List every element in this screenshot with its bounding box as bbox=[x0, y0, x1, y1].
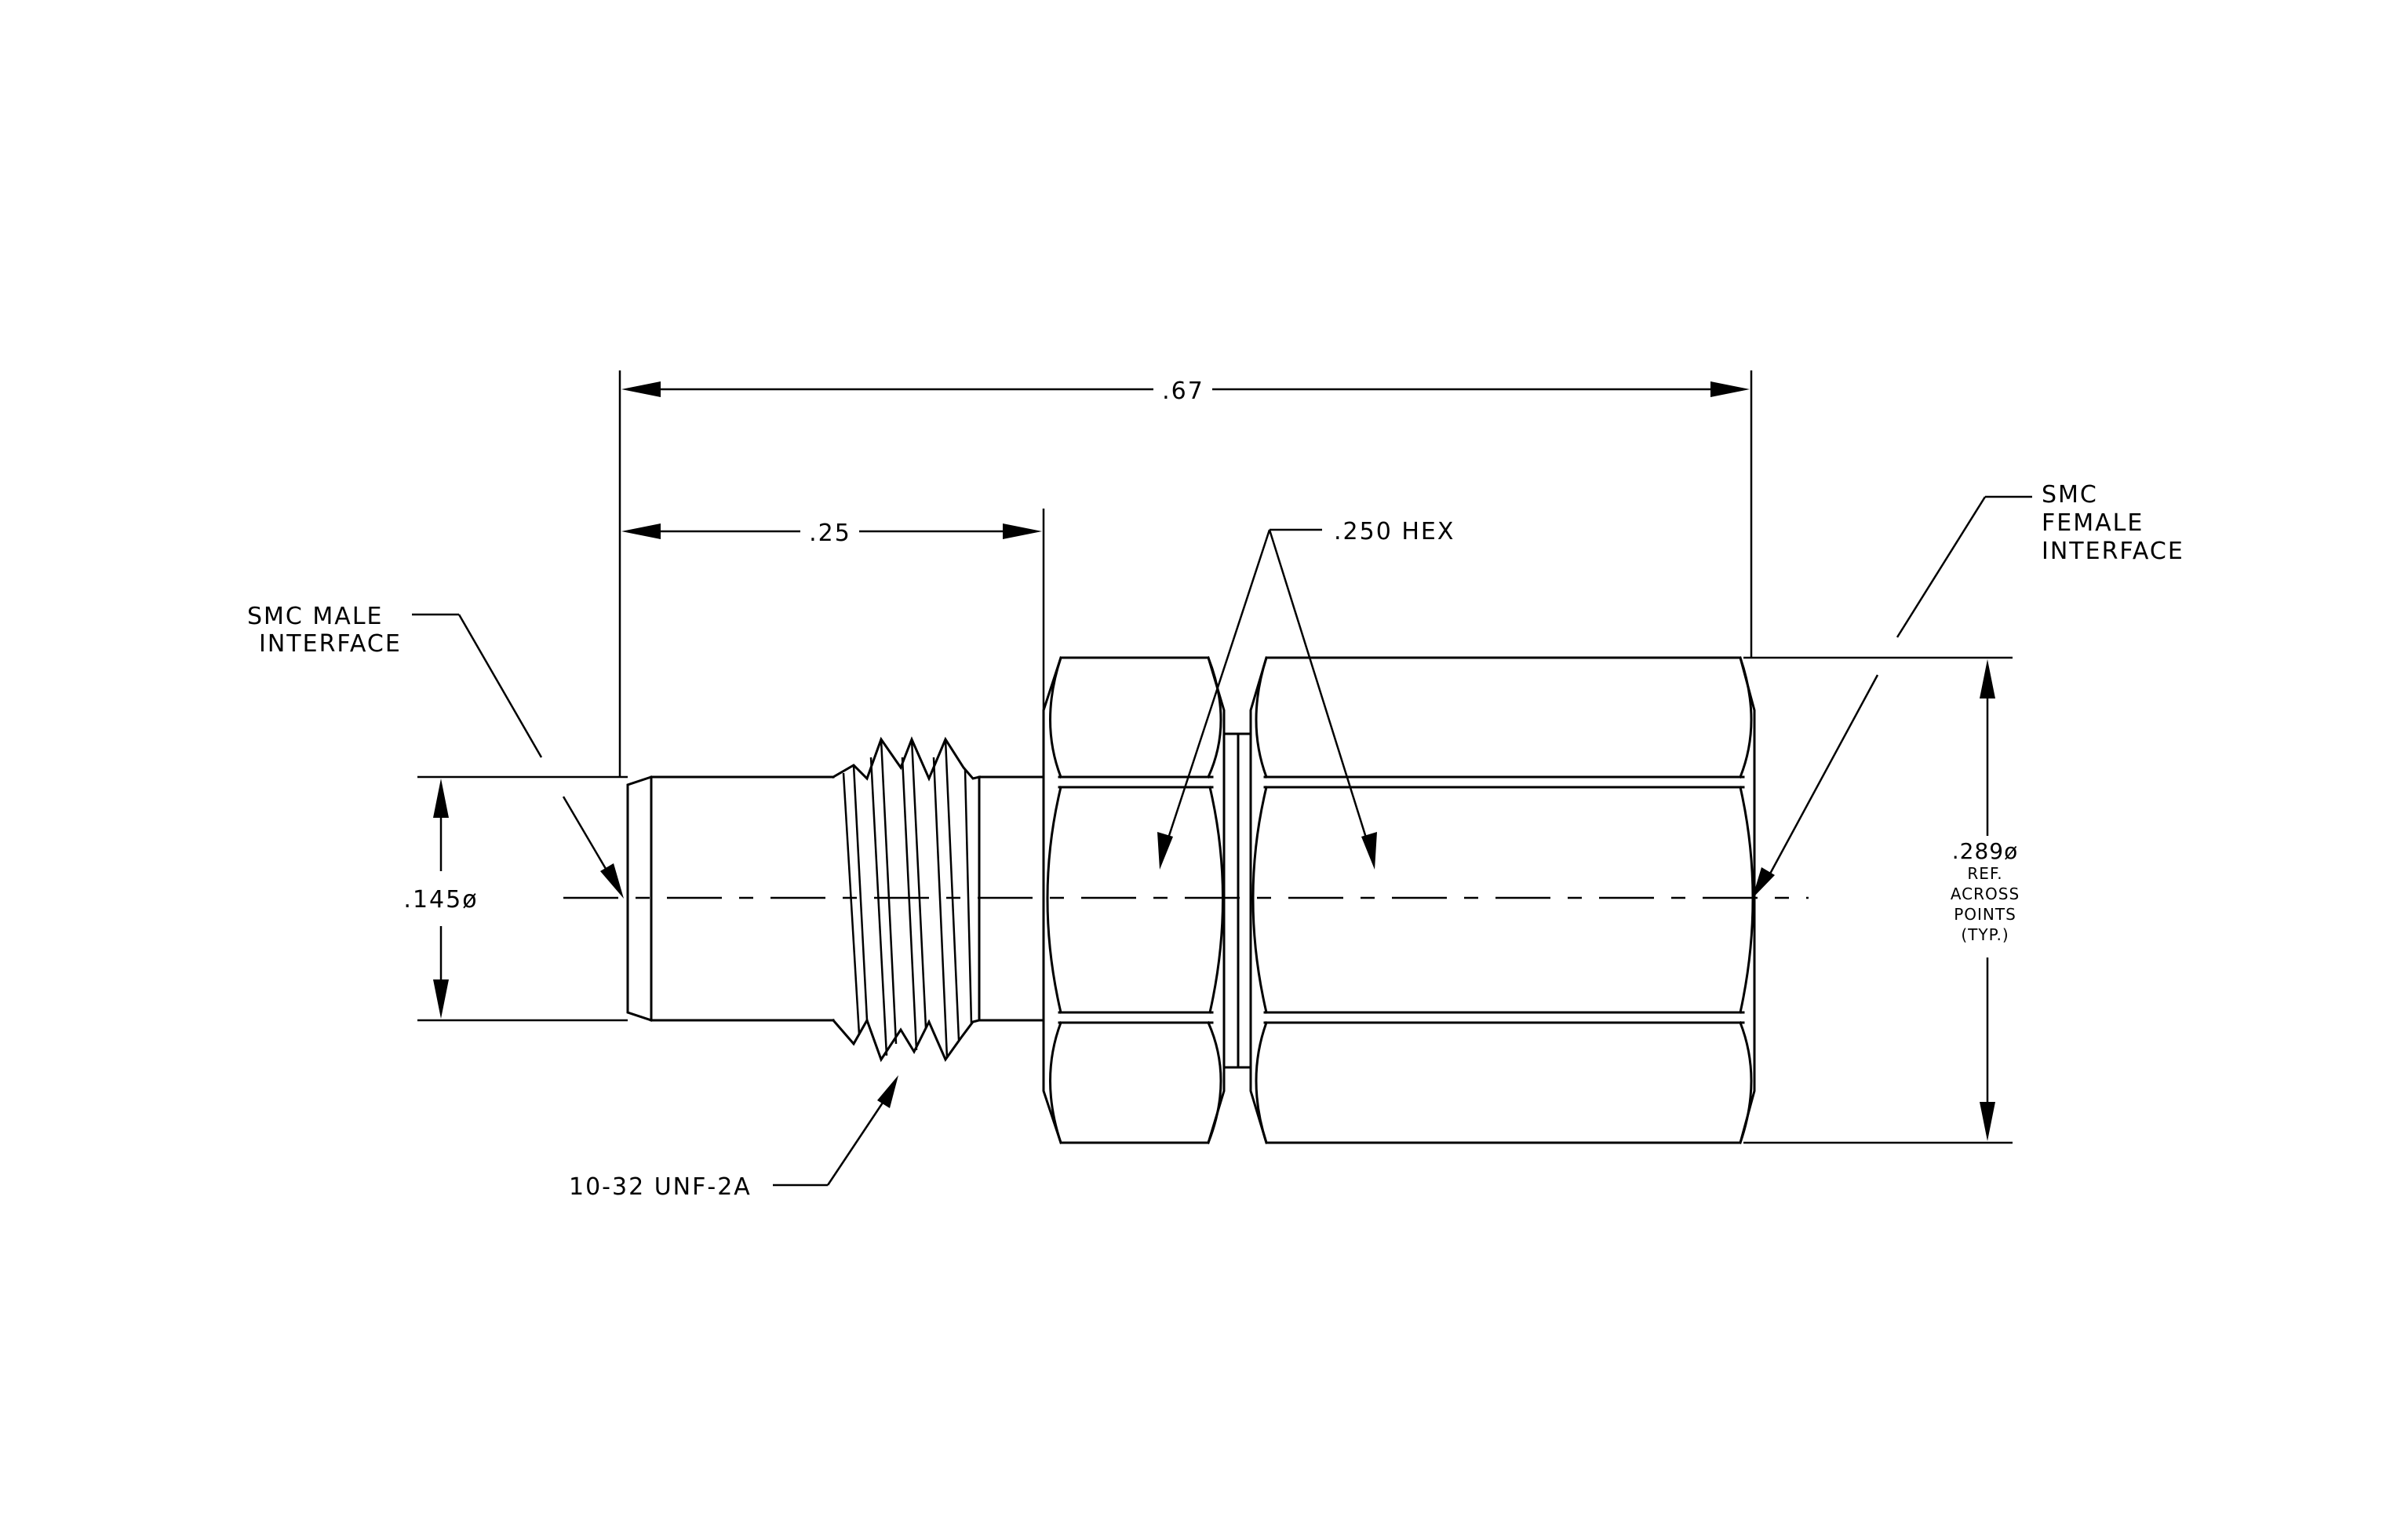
dim-hex-points-note-across: ACROSS bbox=[1951, 885, 2020, 903]
dim-hex-points-note-ref: REF. bbox=[1967, 864, 2002, 883]
hex-nut-left bbox=[1042, 656, 1226, 1144]
thread-leader bbox=[773, 1075, 898, 1187]
male-interface-label-line1: SMC MALE bbox=[247, 603, 384, 630]
hex-size-leader bbox=[1157, 528, 1377, 870]
washer bbox=[1222, 732, 1252, 1069]
male-body bbox=[626, 775, 835, 1022]
dim-hex-points-label: .289ø bbox=[1952, 838, 2018, 864]
dim-male-diameter bbox=[417, 775, 628, 1022]
dim-male-length-label: .25 bbox=[809, 520, 851, 547]
thread-label: 10-32 UNF-2A bbox=[569, 1173, 752, 1201]
female-interface-label-line3: INTERFACE bbox=[2042, 538, 2184, 565]
hex-size-label: .250 HEX bbox=[1334, 518, 1455, 545]
female-interface-label-line2: FEMALE bbox=[2042, 509, 2144, 537]
female-interface-label-line1: SMC bbox=[2042, 481, 2098, 509]
dim-hex-points-note-typ: (TYP.) bbox=[1961, 925, 2009, 944]
dim-male-length bbox=[621, 509, 1045, 710]
female-interface-leader bbox=[1752, 495, 2032, 899]
threaded-section bbox=[831, 736, 1045, 1063]
dim-male-diameter-label: .145ø bbox=[403, 886, 478, 914]
dim-overall-length bbox=[618, 370, 1753, 777]
male-interface-leader bbox=[412, 613, 624, 899]
hex-body-right bbox=[1249, 656, 1756, 1144]
dim-hex-points-note-points: POINTS bbox=[1954, 905, 2016, 924]
dim-hex-points bbox=[1743, 656, 2013, 1144]
male-interface-label-line2: INTERFACE bbox=[259, 630, 402, 658]
dim-overall-length-label: .67 bbox=[1162, 378, 1204, 405]
